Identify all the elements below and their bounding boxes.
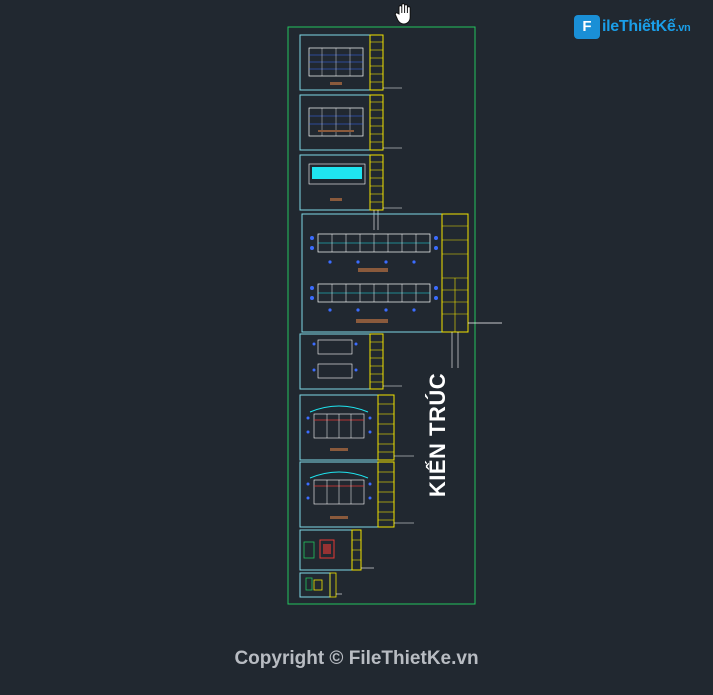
- logo-name: ileThiếtKế: [602, 18, 676, 35]
- logo-text: ileThiếtKế.vn: [602, 18, 691, 36]
- logo-suffix: .vn: [675, 22, 691, 34]
- sheet-5[interactable]: [299, 333, 402, 390]
- section-label: KIẾN TRÚC: [416, 373, 460, 497]
- section-label-text: KIẾN TRÚC: [425, 372, 450, 498]
- sheet-1[interactable]: [299, 34, 402, 91]
- sheet-8[interactable]: [299, 529, 374, 571]
- sheet-9[interactable]: [299, 572, 342, 598]
- logo-mark: F: [574, 15, 600, 39]
- hand-pan-icon[interactable]: [393, 2, 415, 26]
- drawing-frame: [287, 26, 476, 605]
- sheet-7[interactable]: [299, 461, 414, 528]
- sheet-6[interactable]: [299, 394, 414, 461]
- sheet-3[interactable]: [299, 154, 402, 230]
- copyright-watermark: Copyright © FileThietKe.vn: [234, 648, 479, 669]
- sheet-4[interactable]: [301, 213, 502, 368]
- filethietke-logo: F ileThiếtKế.vn: [574, 14, 691, 40]
- sheet-2[interactable]: [299, 94, 402, 151]
